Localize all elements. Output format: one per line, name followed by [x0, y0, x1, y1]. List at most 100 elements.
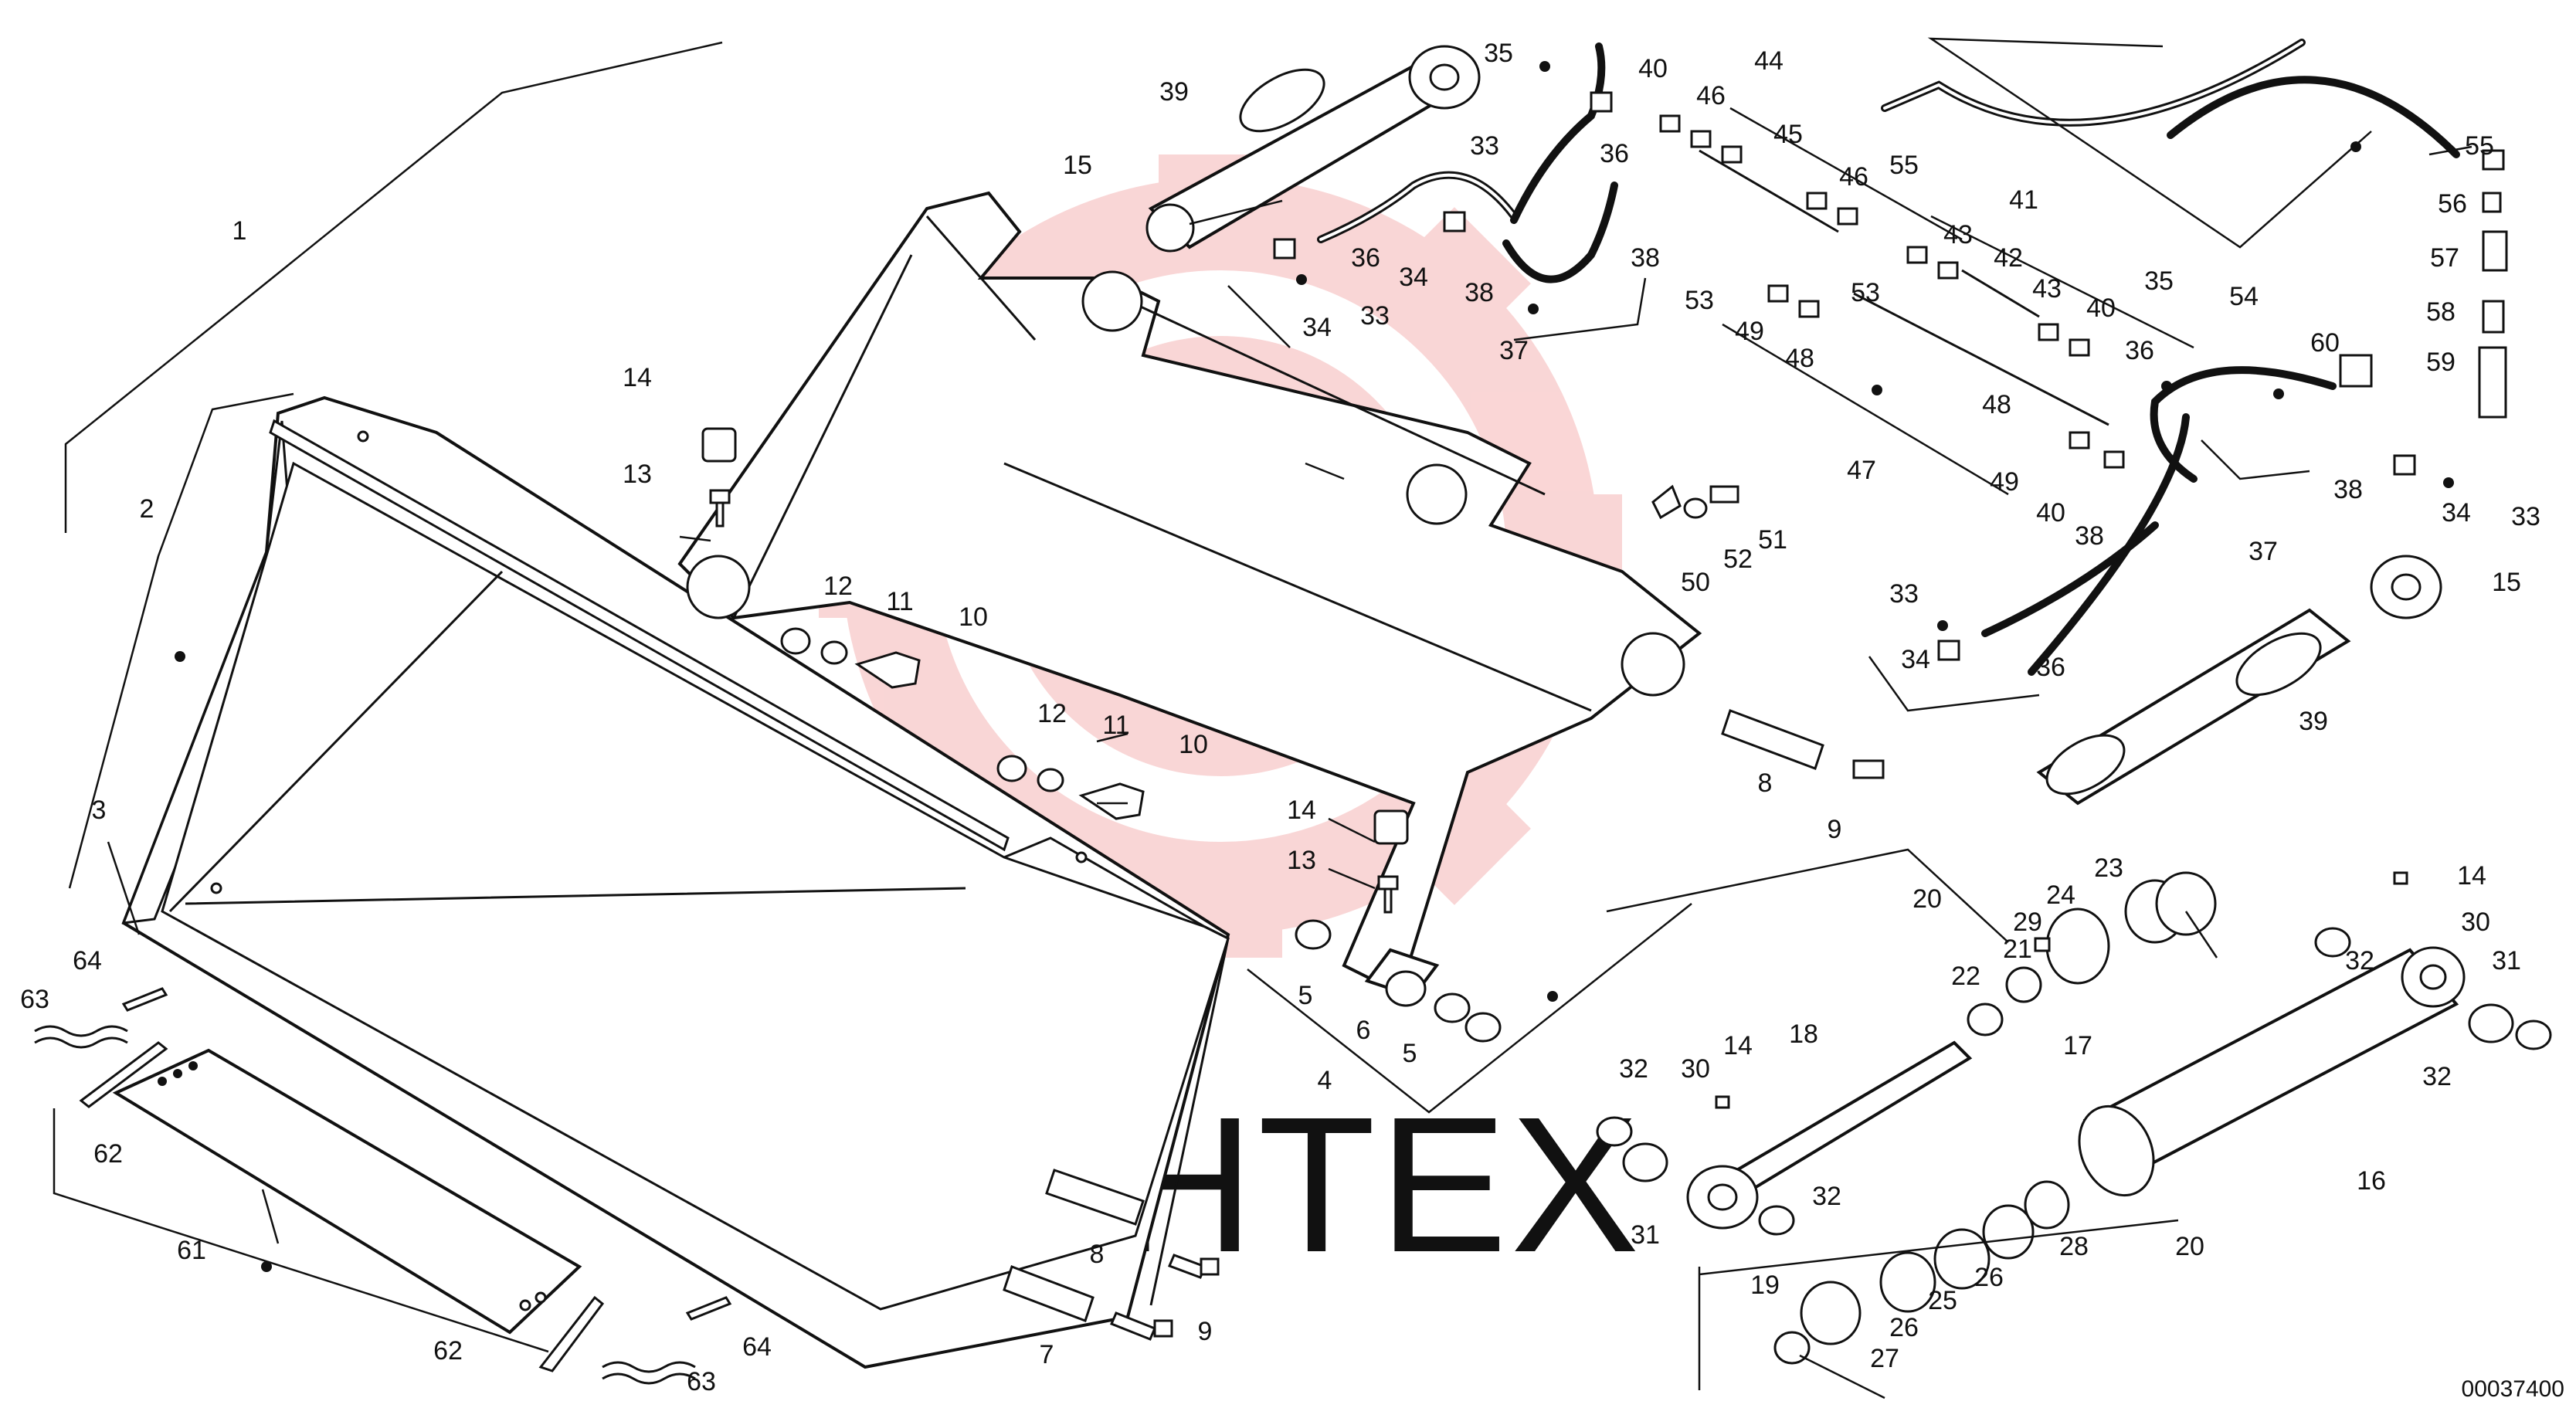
callout-c44: 44 — [1754, 46, 1784, 76]
callout-c60: 60 — [2310, 328, 2340, 358]
callout-c17: 17 — [2063, 1031, 2092, 1060]
document-number: 00037400 — [2462, 1376, 2564, 1402]
callout-c10a: 10 — [959, 602, 988, 632]
callout-c19: 19 — [1750, 1271, 1780, 1300]
callout-c47: 47 — [1847, 456, 1876, 485]
callout-c59: 59 — [2426, 348, 2456, 377]
callout-c33a: 33 — [1470, 131, 1499, 161]
callout-c38b: 38 — [1631, 243, 1660, 273]
callout-c38c: 38 — [2075, 521, 2104, 551]
callout-c40a: 40 — [1638, 54, 1668, 83]
leader-lines — [53, 37, 2472, 1400]
callout-c31a: 31 — [1631, 1220, 1660, 1250]
callout-c9a: 9 — [1198, 1317, 1213, 1346]
callout-c41: 41 — [2009, 185, 2038, 215]
callout-c9b: 9 — [1828, 815, 1842, 844]
callout-c45: 45 — [1773, 120, 1803, 149]
callout-c35a: 35 — [1484, 39, 1513, 68]
callout-c12a: 12 — [823, 572, 853, 601]
callout-c26a: 26 — [1889, 1313, 1919, 1342]
callout-c53b: 53 — [1851, 278, 1880, 307]
callout-c58: 58 — [2426, 297, 2456, 327]
callout-c37b: 37 — [2248, 537, 2278, 566]
callout-c10b: 10 — [1179, 730, 1208, 759]
callout-c31b: 31 — [2492, 946, 2521, 975]
callout-c57: 57 — [2430, 243, 2459, 273]
callout-c51: 51 — [1758, 525, 1787, 555]
callout-c43a: 43 — [1943, 220, 1973, 249]
callout-c30a: 30 — [1681, 1054, 1710, 1084]
callout-c11b: 11 — [1102, 711, 1129, 740]
callout-c27: 27 — [1870, 1344, 1899, 1373]
callout-c46a: 46 — [1696, 81, 1726, 110]
callout-c11a: 11 — [886, 587, 913, 616]
callout-c23: 23 — [2094, 853, 2123, 883]
callout-c12b: 12 — [1037, 699, 1067, 728]
callout-c22: 22 — [1951, 962, 1980, 991]
callout-c32c: 32 — [2345, 946, 2374, 975]
callout-c48b: 48 — [1982, 390, 2011, 419]
callout-c34b: 34 — [1399, 263, 1428, 292]
callout-c24: 24 — [2046, 880, 2075, 910]
callout-c43b: 43 — [2032, 274, 2062, 304]
callout-c32d: 32 — [2422, 1062, 2452, 1091]
callout-c29: 29 — [2013, 908, 2042, 937]
callout-c36d: 36 — [2125, 336, 2154, 365]
callout-c32b: 32 — [1812, 1182, 1841, 1211]
callout-c62b: 62 — [433, 1336, 463, 1366]
callout-labels: 1234556788991010111112121313141414141515… — [20, 39, 2540, 1396]
callout-c14c: 14 — [1723, 1031, 1753, 1060]
callout-c36a: 36 — [1351, 243, 1380, 273]
hydraulic-hoses-drawing — [1273, 39, 2508, 676]
callout-c20b: 20 — [2175, 1232, 2204, 1261]
callout-c39b: 39 — [2299, 707, 2328, 736]
bucket-drawing — [121, 395, 1230, 1369]
callout-c33c: 33 — [1889, 579, 1919, 609]
callout-c38d: 38 — [2333, 475, 2363, 504]
callout-c6: 6 — [1356, 1016, 1371, 1045]
callout-c55b: 55 — [2465, 131, 2494, 161]
callout-c33b: 33 — [1360, 301, 1390, 331]
callout-c55a: 55 — [1889, 151, 1919, 180]
callout-c15a: 15 — [1063, 151, 1092, 180]
callout-c46b: 46 — [1839, 162, 1868, 192]
callout-c37a: 37 — [1499, 336, 1529, 365]
callout-c54: 54 — [2229, 282, 2259, 311]
quick-attach-frame-drawing — [677, 191, 1885, 1043]
callout-c16: 16 — [2357, 1166, 2386, 1196]
callout-c1: 1 — [232, 216, 247, 246]
callout-c42: 42 — [1994, 243, 2023, 273]
callout-c7: 7 — [1040, 1340, 1054, 1369]
callout-c14b: 14 — [1287, 796, 1316, 825]
callout-c34c: 34 — [1901, 645, 1930, 674]
callout-c50: 50 — [1681, 568, 1710, 597]
callout-c34a: 34 — [1302, 313, 1332, 342]
lift-cylinders-drawing — [1145, 45, 2442, 806]
bucket-cylinder-drawing — [1596, 871, 2552, 1365]
callout-c26b: 26 — [1974, 1263, 2004, 1292]
callout-c21: 21 — [2003, 935, 2032, 964]
callout-c28: 28 — [2059, 1232, 2089, 1261]
callout-c56: 56 — [2438, 189, 2467, 219]
callout-c3: 3 — [92, 796, 107, 825]
callout-c4: 4 — [1318, 1066, 1332, 1095]
callout-c13b: 13 — [1287, 846, 1316, 875]
callout-c15b: 15 — [2492, 568, 2521, 597]
callout-c64a: 64 — [73, 946, 102, 975]
callout-c49b: 49 — [1990, 467, 2019, 497]
callout-c13a: 13 — [623, 460, 652, 489]
callout-c48a: 48 — [1785, 344, 1814, 373]
callout-c2: 2 — [140, 494, 154, 524]
callout-c40b: 40 — [2086, 293, 2116, 323]
callout-c35b: 35 — [2144, 266, 2174, 296]
callout-c5b: 5 — [1403, 1039, 1417, 1068]
assembly-dots — [175, 61, 2454, 1272]
callout-c25: 25 — [1928, 1286, 1957, 1315]
callout-c38a: 38 — [1464, 278, 1494, 307]
callout-c33d: 33 — [2511, 502, 2540, 531]
callout-c39a: 39 — [1159, 77, 1189, 107]
callout-c40c: 40 — [2036, 498, 2065, 528]
callout-c18: 18 — [1789, 1020, 1818, 1049]
callout-c32a: 32 — [1619, 1054, 1648, 1084]
callout-c53a: 53 — [1685, 286, 1714, 315]
